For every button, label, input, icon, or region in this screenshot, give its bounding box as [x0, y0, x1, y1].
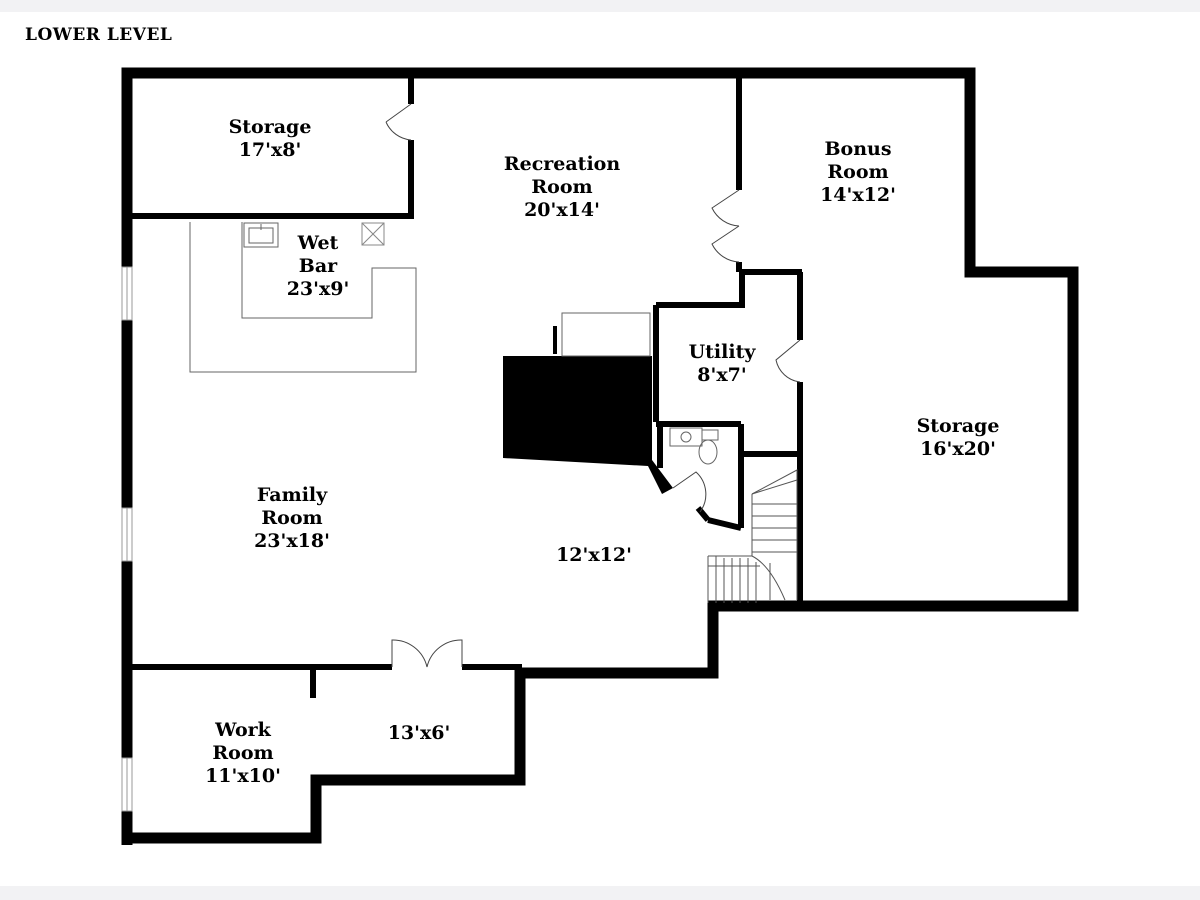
- room-label-line: 13'x6': [388, 722, 451, 744]
- interior-walls: [130, 76, 803, 698]
- storage-door-icon: [385, 103, 412, 141]
- level-title: LOWER LEVEL: [25, 25, 173, 45]
- bath-door-icon: [672, 471, 707, 513]
- room-label-line: 23'x9': [287, 278, 350, 300]
- room-label-line: 16'x20': [920, 438, 996, 460]
- room-label-line: Family: [257, 484, 328, 506]
- family-door-icon: [391, 639, 463, 668]
- toilet-icon: [698, 429, 719, 465]
- exterior-walls: [121, 67, 1079, 845]
- room-label-hall-space: 13'x6': [388, 722, 451, 744]
- utility-door-icon: [775, 339, 801, 383]
- room-label-line: Wet: [297, 232, 339, 254]
- fireplace-block: [503, 356, 673, 494]
- room-label-line: Utility: [689, 341, 757, 363]
- room-label-center-space: 12'x12': [556, 544, 632, 566]
- room-label-line: 23'x18': [254, 530, 330, 552]
- room-label-line: Room: [531, 176, 592, 198]
- room-label-line: Bar: [299, 255, 338, 277]
- room-label-line: Bonus: [824, 138, 891, 160]
- fireplace-hearth: [561, 312, 651, 357]
- room-label-line: 8'x7': [697, 364, 746, 386]
- room-label-line: Room: [827, 161, 888, 183]
- room-label-line: Room: [261, 507, 322, 529]
- room-label-line: 20'x14': [524, 199, 600, 221]
- sink-icon: [243, 222, 279, 248]
- room-label-line: Storage: [229, 116, 312, 138]
- bonus-door-icon: [711, 189, 740, 263]
- bottom-band: [0, 886, 1200, 900]
- wet-bar-counter: [189, 222, 417, 373]
- appliance-icon: [361, 222, 385, 246]
- stairs: [707, 469, 798, 603]
- doors: [385, 103, 801, 668]
- room-label-line: 14'x12': [820, 184, 896, 206]
- room-label-line: 11'x10': [205, 765, 281, 787]
- room-label-line: Storage: [917, 415, 1000, 437]
- top-band: [0, 0, 1200, 12]
- room-label-line: 17'x8': [239, 139, 302, 161]
- bath-sink-icon: [669, 427, 703, 447]
- windows: [121, 266, 133, 812]
- room-label-line: Room: [212, 742, 273, 764]
- room-label-line: Recreation: [504, 153, 621, 175]
- room-label-line: Work: [214, 719, 271, 741]
- room-label-line: 12'x12': [556, 544, 632, 566]
